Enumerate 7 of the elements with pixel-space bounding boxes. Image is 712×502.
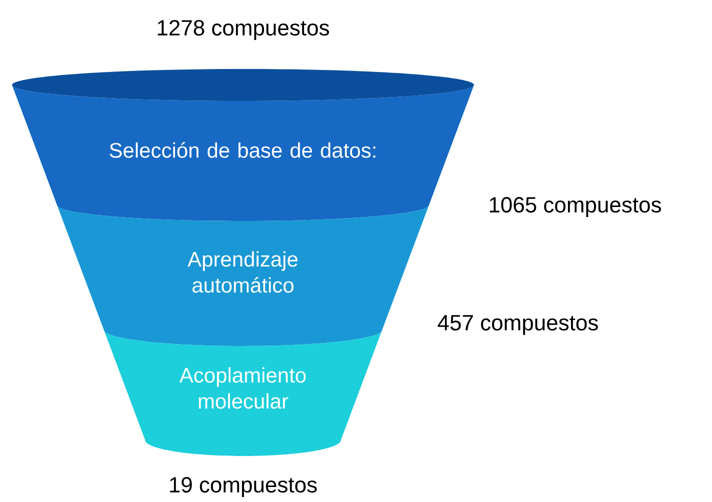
count-label: 457 compuestos (438, 315, 598, 335)
count-label: 19 compuestos (170, 477, 317, 497)
funnel-band: Selección de base de datos: (12, 68, 474, 221)
funnel-band: Acoplamiento molecular (104, 330, 382, 456)
count-label: 1065 compuestos (490, 197, 661, 217)
funnel-band: Aprendizaje automático (57, 205, 429, 346)
count-label: 1278 compuestos (158, 20, 329, 40)
